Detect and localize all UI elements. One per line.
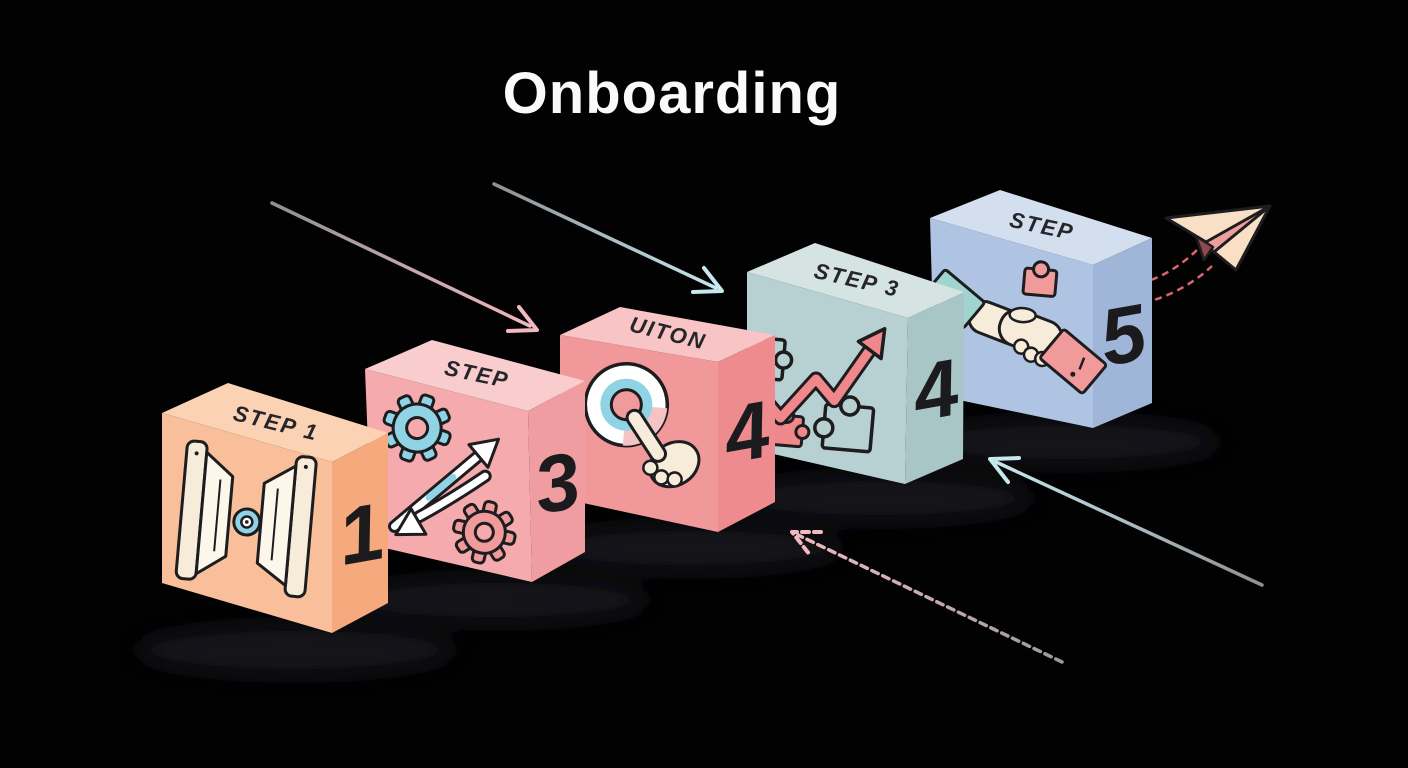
arrow-head bbox=[506, 305, 539, 333]
paper-plane-icon bbox=[1164, 204, 1272, 272]
right-sleeve bbox=[1039, 328, 1108, 395]
gear-hole bbox=[473, 521, 495, 543]
door-pin bbox=[303, 464, 308, 469]
gear-blue bbox=[382, 393, 452, 463]
gear-hole bbox=[405, 416, 430, 441]
shadow-step-2 bbox=[345, 576, 649, 624]
door-panel-line bbox=[213, 479, 222, 552]
left-door-leaf bbox=[194, 450, 235, 576]
arrow-head bbox=[790, 530, 823, 557]
handshake-thumb bbox=[1008, 306, 1037, 324]
connector-arrows bbox=[270, 182, 1264, 664]
right-door-leaf bbox=[255, 464, 298, 588]
puzzle-nub bbox=[839, 395, 861, 417]
step-3-box: UITON 4 bbox=[560, 307, 777, 532]
arrow-down-head bbox=[394, 507, 428, 537]
arrow-top-center bbox=[492, 182, 724, 294]
step-1-side-face bbox=[332, 433, 388, 633]
arrow-top-left bbox=[270, 201, 539, 333]
puzzle-nub bbox=[1032, 260, 1051, 279]
arrow-shaft bbox=[270, 201, 532, 328]
sleeve-seam bbox=[1078, 357, 1086, 370]
floor-shadows bbox=[135, 418, 1220, 676]
trail-curve-1 bbox=[1127, 249, 1198, 288]
arrow-up-head bbox=[467, 437, 500, 469]
finger-bump bbox=[653, 469, 670, 486]
finger-bump bbox=[666, 471, 683, 488]
puzzle-nub bbox=[813, 417, 835, 439]
step-5-top-face bbox=[930, 190, 1152, 265]
step-4-side-face bbox=[905, 292, 964, 484]
arrow-shaft bbox=[994, 460, 1264, 587]
pressing-hand bbox=[625, 408, 701, 489]
shadow-step-1 bbox=[135, 624, 455, 676]
arrow-shaft bbox=[796, 533, 1064, 664]
step-5-side-face bbox=[1093, 238, 1152, 428]
page-title: Onboarding bbox=[502, 61, 842, 126]
puzzle-nub bbox=[773, 350, 794, 370]
puzzle-nub bbox=[794, 423, 811, 440]
plane-upper-wing bbox=[1164, 204, 1272, 244]
shadow-step-4 bbox=[730, 474, 1034, 522]
sleeve-button bbox=[1070, 371, 1076, 377]
arrow-head bbox=[988, 456, 1021, 484]
step-5-box: STEP 5 bbox=[923, 190, 1154, 428]
shadow-step-3 bbox=[538, 524, 842, 572]
arrow-shaft bbox=[492, 182, 718, 290]
step-1-top-face bbox=[162, 383, 388, 462]
arrow-head bbox=[691, 266, 724, 294]
zigzag-arrowhead bbox=[856, 326, 887, 361]
arrow-bottom-center bbox=[790, 530, 1064, 664]
step-2-top-face bbox=[365, 340, 585, 411]
step-4-top-face bbox=[747, 243, 964, 318]
shadow-step-5 bbox=[916, 418, 1220, 466]
arrow-down-shaft bbox=[415, 472, 489, 521]
plane-trail bbox=[1127, 249, 1213, 308]
arrow-up-blue-band bbox=[425, 473, 457, 501]
step-2-side-face bbox=[528, 381, 585, 582]
door-pin bbox=[194, 451, 199, 456]
step-3-top-face bbox=[560, 307, 775, 362]
open-doors-icon bbox=[174, 439, 318, 599]
step-3-side-face bbox=[718, 335, 775, 532]
gear-pink bbox=[452, 500, 517, 565]
index-finger bbox=[625, 408, 668, 463]
door-knob-dot bbox=[245, 520, 249, 524]
gears-arrows-icon bbox=[382, 393, 517, 565]
button-press-icon bbox=[583, 361, 701, 489]
step-2-box: STEP 3 bbox=[365, 340, 587, 582]
step-1-box: STEP 1 1 bbox=[162, 383, 391, 633]
door-panel-line bbox=[270, 488, 279, 561]
arrow-bottom-right bbox=[988, 456, 1264, 587]
